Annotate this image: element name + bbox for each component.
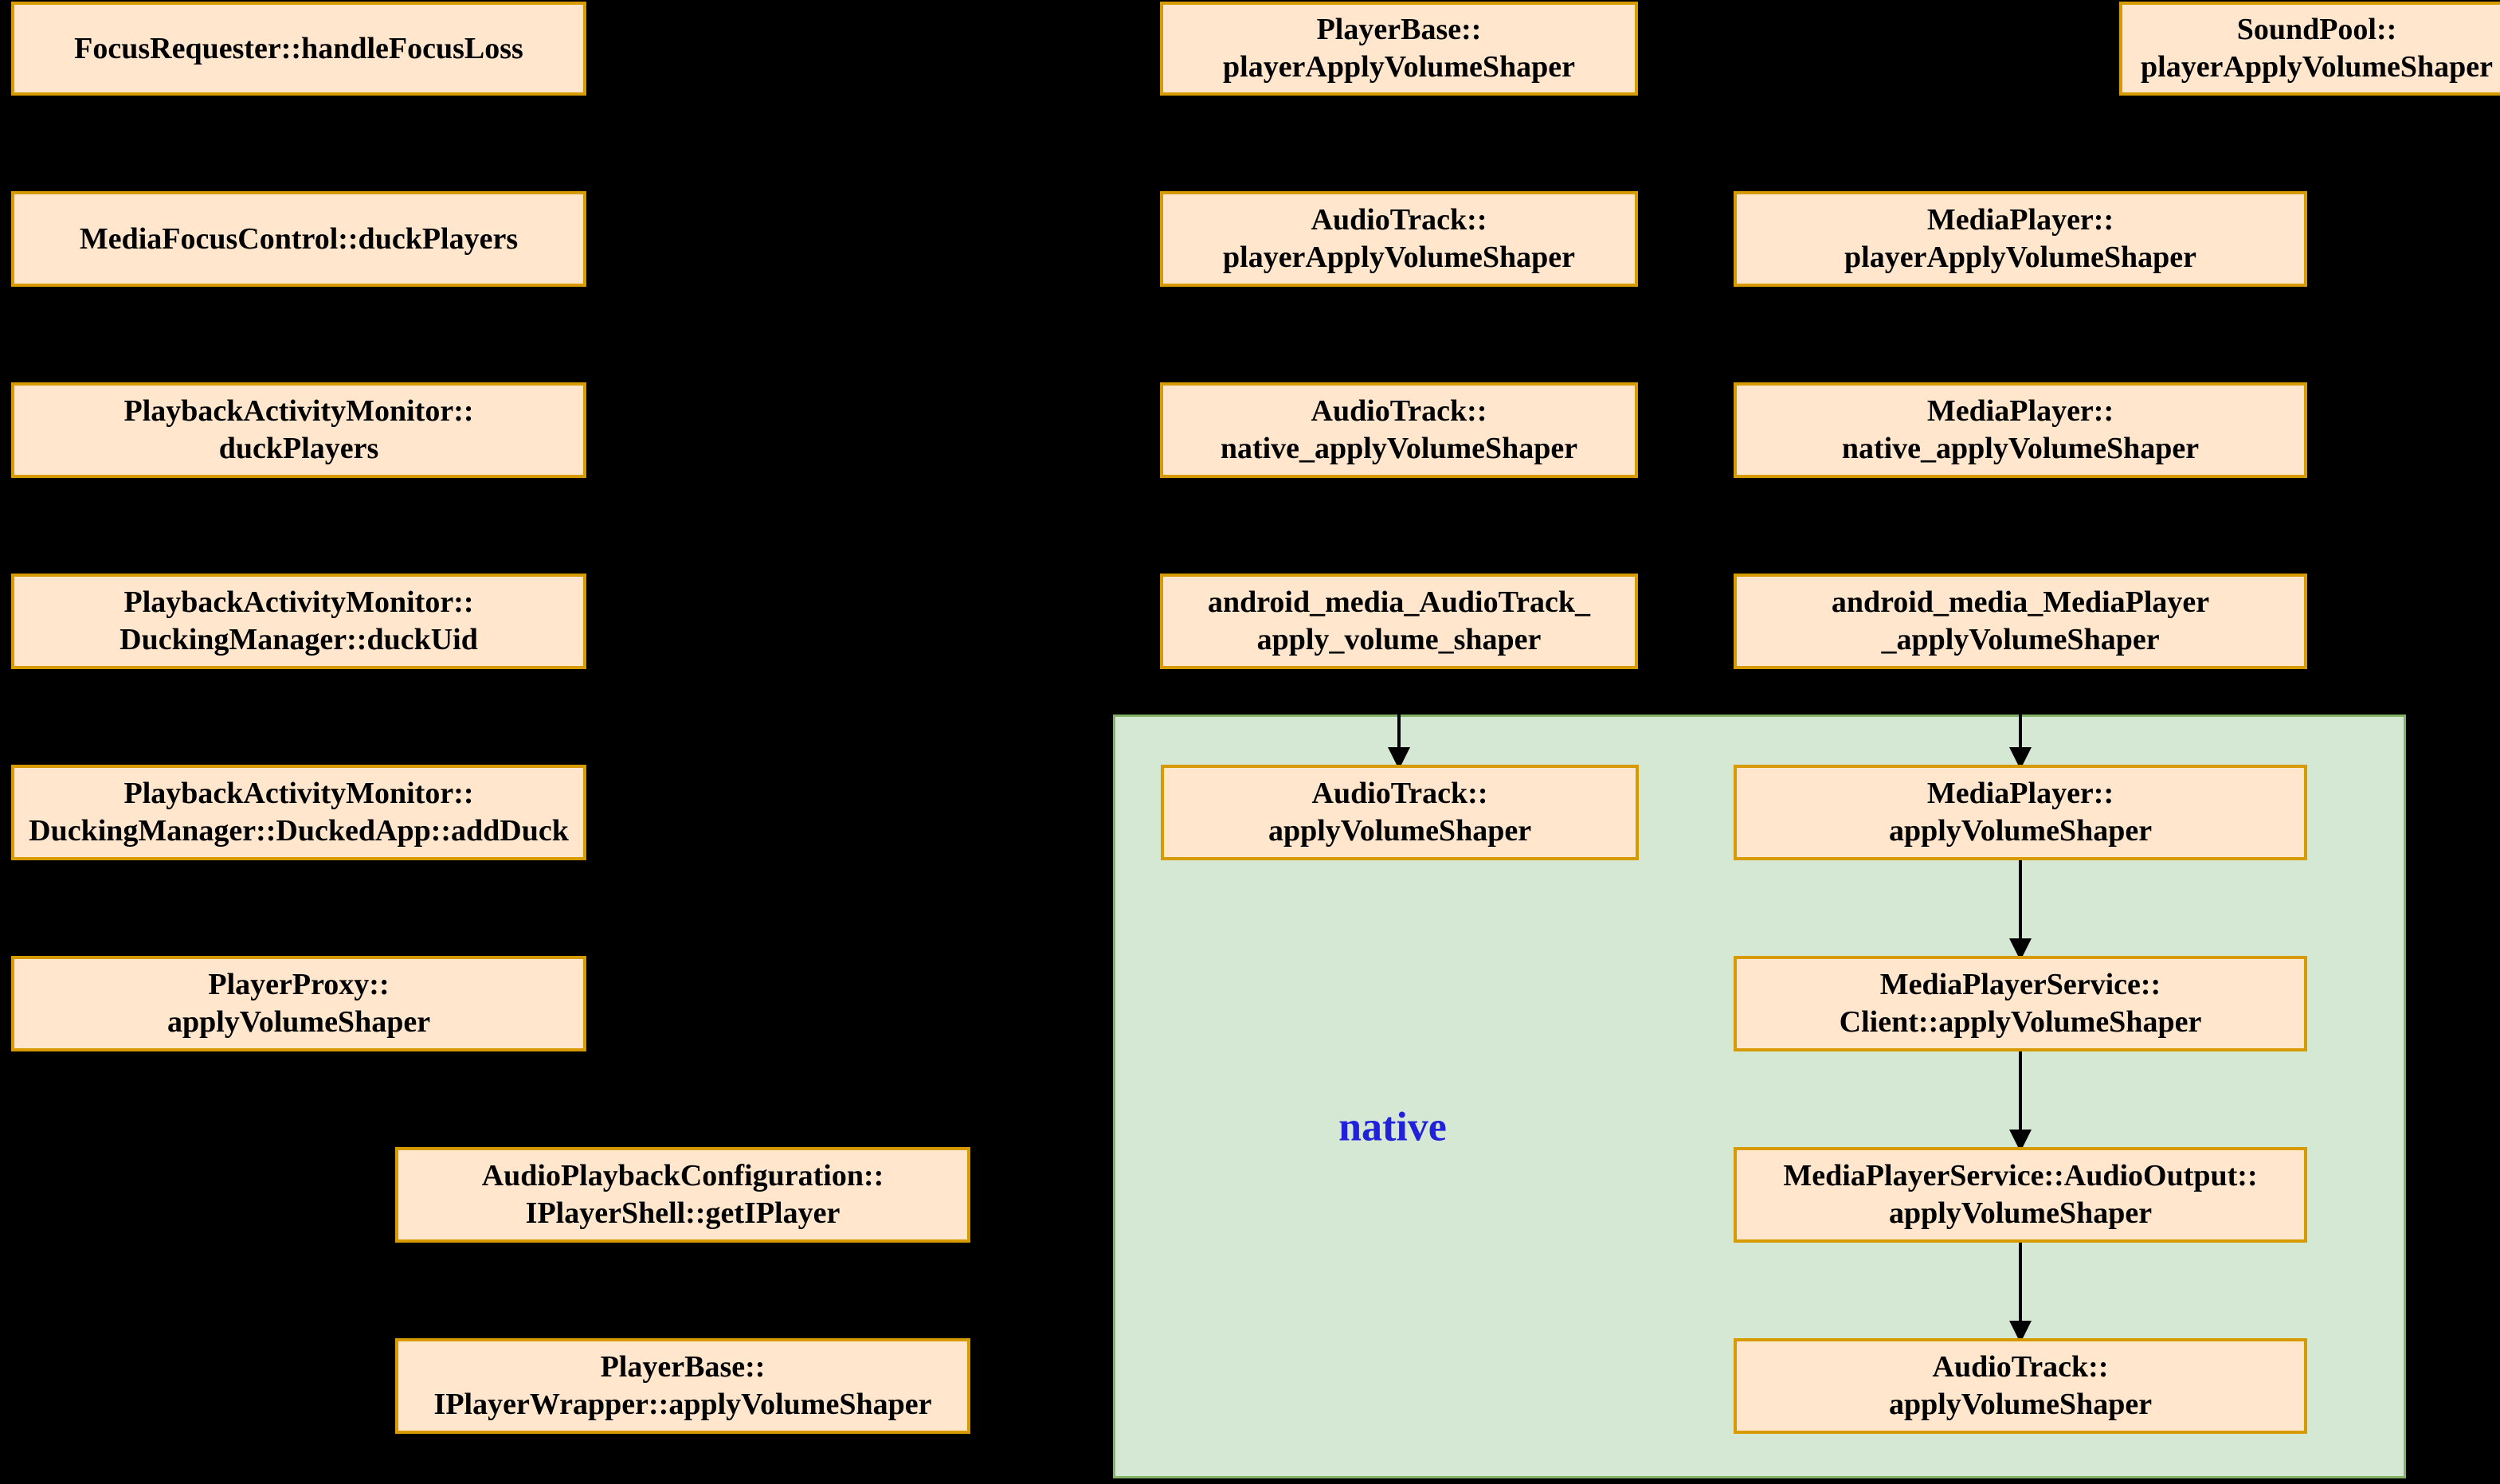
node-label-line: playerApplyVolumeShaper xyxy=(1844,241,2196,274)
arrow-audiooutput-to-audiotrack xyxy=(2009,1243,2032,1343)
node-label-line: playerApplyVolumeShaper xyxy=(2141,50,2493,84)
arrow-android-media-mediaplayer-to-mediaplayer xyxy=(2009,671,2032,769)
node-audio-track-player-apply-volume-shaper: AudioTrack::playerApplyVolumeShaper xyxy=(1160,191,1638,287)
arrow-mid-3 xyxy=(1388,478,1410,578)
node-android-media-media-player-apply-volume-shaper: android_media_MediaPlayer _applyVolumeSha… xyxy=(1734,574,2307,669)
node-audio-playback-configuration-get-iplayer: AudioPlaybackConfiguration::IPlayerShell… xyxy=(395,1147,970,1243)
node-player-proxy-apply-volume-shaper: PlayerProxy::applyVolumeShaper xyxy=(11,956,586,1051)
node-ducking-manager-duck-uid: PlaybackActivityMonitor::DuckingManager:… xyxy=(11,574,586,669)
node-label-line: playerApplyVolumeShaper xyxy=(1223,50,1575,84)
arrow-line xyxy=(2019,287,2022,366)
arrow-line xyxy=(1397,478,1401,558)
arrow-left-5 xyxy=(288,860,310,961)
node-player-base-player-apply-volume-shaper: PlayerBase::playerApplyVolumeShaper xyxy=(1160,2,1638,96)
node-audio-track-native-apply-volume-shaper: AudioTrack::native_applyVolumeShaper xyxy=(1160,382,1638,478)
node-label-line: DuckingManager::duckUid xyxy=(120,623,478,656)
node-label-line: IPlayerWrapper::applyVolumeShaper xyxy=(433,1388,932,1421)
arrow-line xyxy=(1397,96,1401,175)
arrow-left-2 xyxy=(288,287,310,387)
node-media-player-native-apply-volume-shaper: MediaPlayer::native_applyVolumeShaper xyxy=(1734,382,2307,478)
node-label-line: applyVolumeShaper xyxy=(167,1005,431,1039)
node-label-line: android_media_AudioTrack_ xyxy=(1207,585,1590,619)
arrow-line xyxy=(2019,1243,2022,1322)
arrow-mediaplayer-to-client xyxy=(2009,860,2032,961)
node-focus-requester-handle-focus-loss: FocusRequester::handleFocusLoss xyxy=(11,2,586,96)
arrow-line xyxy=(2019,1051,2022,1131)
node-playback-activity-monitor-duck-players: PlaybackActivityMonitor::duckPlayers xyxy=(11,382,586,478)
node-media-player-player-apply-volume-shaper: MediaPlayer::playerApplyVolumeShaper xyxy=(1734,191,2307,287)
node-label-line: duckPlayers xyxy=(218,432,379,465)
arrow-line xyxy=(2019,478,2022,558)
node-ducked-app-add-duck: PlaybackActivityMonitor::DuckingManager:… xyxy=(11,765,586,860)
arrow-line xyxy=(297,287,300,366)
arrow-line xyxy=(297,860,300,940)
node-label-line: MediaFocusControl::duckPlayers xyxy=(79,221,519,256)
arrow-mid-1 xyxy=(1388,96,1410,196)
node-label-line: IPlayerShell::getIPlayer xyxy=(525,1196,841,1230)
node-label-line: AudioTrack:: xyxy=(1311,203,1487,237)
node-media-focus-control-duck-players: MediaFocusControl::duckPlayers xyxy=(11,191,586,287)
node-label-line: applyVolumeShaper xyxy=(1888,814,2153,848)
node-label-line: MediaPlayer:: xyxy=(1926,394,2114,428)
node-media-player-service-client-apply-volume-shaper: MediaPlayerService::Client::applyVolumeS… xyxy=(1734,956,2307,1051)
node-label-line: DuckingManager::DuckedApp::addDuck xyxy=(29,814,569,848)
node-audio-track-apply-volume-shaper-native: AudioTrack::applyVolumeShaper xyxy=(1161,765,1639,860)
arrow-right-2 xyxy=(2009,478,2032,578)
node-label-line: AudioTrack:: xyxy=(1932,1350,2109,1384)
node-audio-track-apply-volume-shaper-bottom: AudioTrack::applyVolumeShaper xyxy=(1734,1338,2307,1434)
node-label-line: SoundPool:: xyxy=(2236,13,2397,46)
node-label-line: Client::applyVolumeShaper xyxy=(1839,1005,2202,1039)
node-label-line: AudioPlaybackConfiguration:: xyxy=(481,1159,884,1192)
arrow-left-4 xyxy=(288,669,310,769)
arrow-android-media-audiotrack-to-audiotrack xyxy=(1388,671,1410,769)
arrow-line xyxy=(297,669,300,749)
node-label-line: PlayerBase:: xyxy=(1316,13,1482,46)
node-sound-pool-player-apply-volume-shaper: SoundPool::playerApplyVolumeShaper xyxy=(2119,2,2500,96)
arrow-mid-2 xyxy=(1388,287,1410,387)
node-label-line: PlaybackActivityMonitor:: xyxy=(123,585,474,619)
node-label-line: MediaPlayerService::AudioOutput:: xyxy=(1783,1159,2258,1192)
node-label-line: PlaybackActivityMonitor:: xyxy=(123,777,474,810)
node-player-base-iplayer-wrapper-apply-volume-shaper: PlayerBase::IPlayerWrapper::applyVolumeS… xyxy=(395,1338,970,1434)
node-label-line: playerApplyVolumeShaper xyxy=(1223,241,1575,274)
arrow-client-to-audiooutput xyxy=(2009,1051,2032,1152)
arrow-left-1 xyxy=(288,96,310,196)
node-label-line: FocusRequester::handleFocusLoss xyxy=(74,31,523,65)
node-label-line: MediaPlayer:: xyxy=(1926,203,2114,237)
node-label-line: AudioTrack:: xyxy=(1311,777,1488,810)
arrow-left-3 xyxy=(288,478,310,578)
arrow-line xyxy=(2019,860,2022,940)
arrow-line xyxy=(1397,671,1401,749)
node-label-line: applyVolumeShaper xyxy=(1888,1388,2153,1421)
node-label-line: applyVolumeShaper xyxy=(1888,1196,2153,1230)
arrow-line xyxy=(297,96,300,175)
node-label-line: MediaPlayer:: xyxy=(1926,777,2114,810)
native-region-label: native xyxy=(1338,1104,1447,1150)
node-label-line: PlayerBase:: xyxy=(600,1350,766,1384)
node-label-line: native_applyVolumeShaper xyxy=(1220,432,1578,465)
node-label-line: applyVolumeShaper xyxy=(1268,814,1532,848)
node-label-line: android_media_MediaPlayer xyxy=(1831,585,2210,619)
node-label-line: PlaybackActivityMonitor:: xyxy=(123,394,474,428)
node-media-player-apply-volume-shaper-native: MediaPlayer::applyVolumeShaper xyxy=(1734,765,2307,860)
node-label-line: MediaPlayerService:: xyxy=(1879,968,2161,1001)
node-label-line: AudioTrack:: xyxy=(1311,394,1487,428)
arrow-line xyxy=(2019,671,2022,749)
node-label-line: PlayerProxy:: xyxy=(208,968,390,1001)
node-media-player-service-audio-output-apply-volume-shaper: MediaPlayerService::AudioOutput::applyVo… xyxy=(1734,1147,2307,1243)
node-label-line: native_applyVolumeShaper xyxy=(1841,432,2200,465)
arrow-right-1 xyxy=(2009,287,2032,387)
node-android-media-audio-track-apply-volume-shaper: android_media_AudioTrack_ apply_volume_sh… xyxy=(1160,574,1638,669)
arrow-line xyxy=(1397,287,1401,366)
arrow-line xyxy=(297,478,300,558)
node-label-line: _applyVolumeShaper xyxy=(1881,623,2160,656)
node-label-line: apply_volume_shaper xyxy=(1256,623,1542,656)
